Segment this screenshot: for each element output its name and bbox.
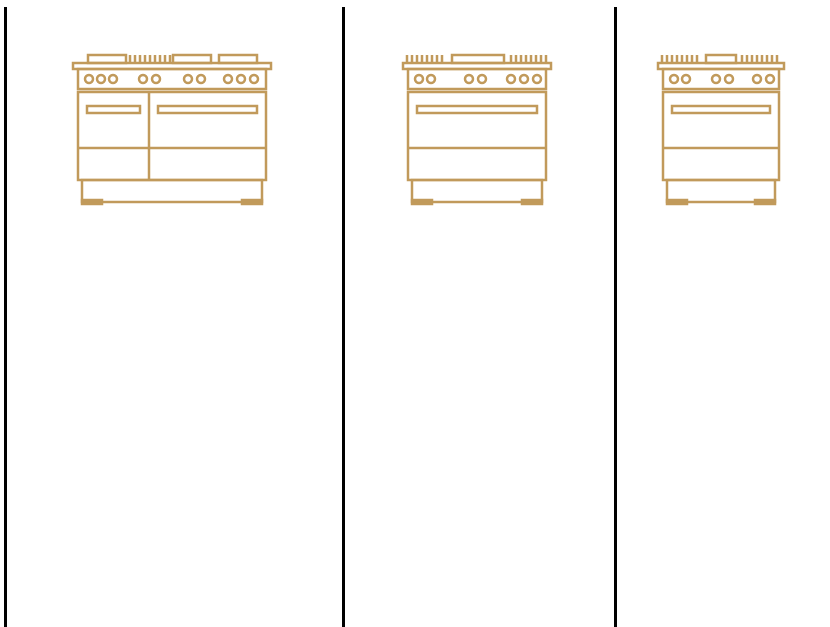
product-column-1[interactable] xyxy=(7,0,342,627)
range-cooker-single-oven-compact-icon[interactable] xyxy=(656,52,788,208)
range-cooker-single-oven-icon[interactable] xyxy=(401,52,553,208)
column-divider-left xyxy=(4,7,7,627)
range-cooker-double-oven-icon[interactable] xyxy=(71,52,273,208)
product-column-2[interactable] xyxy=(345,0,614,627)
column-divider-right xyxy=(614,7,617,627)
column-divider-middle xyxy=(342,7,345,627)
product-column-3[interactable] xyxy=(617,0,830,627)
